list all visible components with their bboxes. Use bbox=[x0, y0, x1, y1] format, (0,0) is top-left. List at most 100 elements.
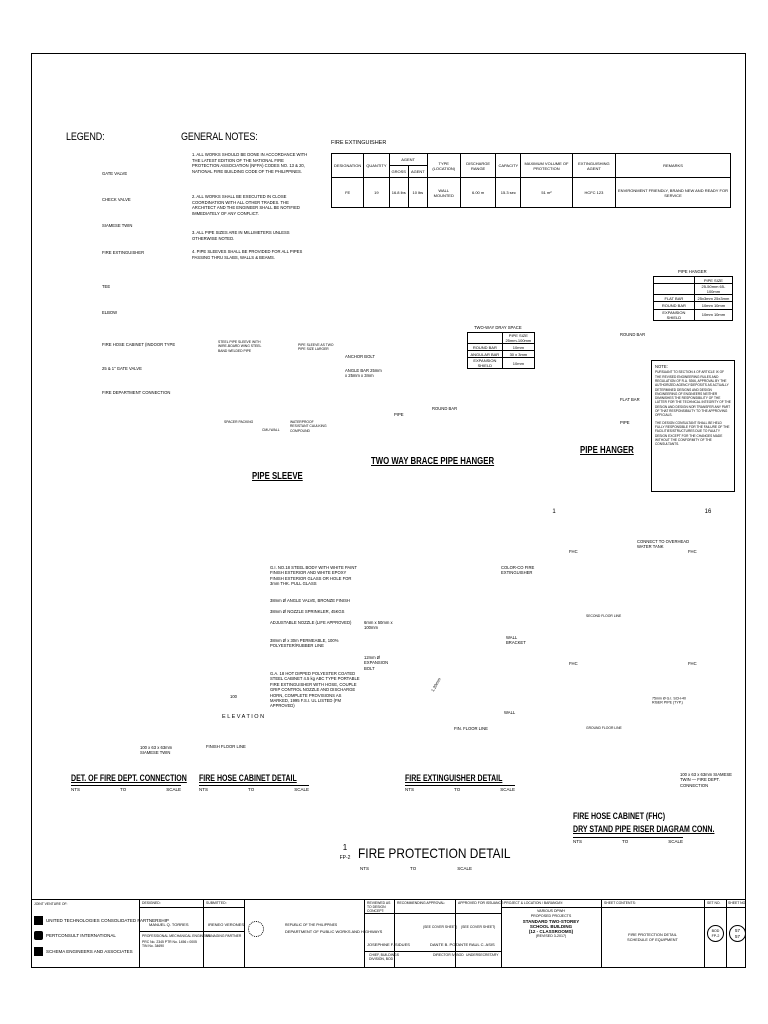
sleeve-label: STEEL PIPE SLEEVE WITH WIRE-BOARD WING S… bbox=[218, 340, 262, 353]
riser-label: CONNECT TO OVERHEAD WATER TANK bbox=[637, 539, 690, 550]
fe-detail-label: WALL BRACKET bbox=[506, 635, 526, 646]
riser-title-1: FIRE HOSE CABINET (FHC) bbox=[573, 811, 666, 821]
see-cover: (SEE COVER SHEET) bbox=[423, 925, 458, 929]
data-cell: HCFC 123 bbox=[571, 177, 617, 208]
fhc-floor-line: FINISH FLOOR LINE bbox=[206, 744, 246, 749]
set-no: BOD bbox=[711, 929, 720, 933]
designer-title: PROFESSIONAL MECHANICAL ENGINEER bbox=[142, 934, 210, 938]
note-box: NOTE: PURSUANT TO SECTION 4 OF ARTICLE I… bbox=[651, 360, 735, 492]
fdc-icon: FDC bbox=[74, 391, 82, 396]
riser-label: 100 x 63 x 63mm SIAMESE TWIN — FIRE DEPT… bbox=[680, 772, 732, 788]
gate-valve-circle-icon bbox=[74, 364, 84, 374]
brace-table-title: TWO-WAY DRAY SPACE bbox=[474, 325, 522, 330]
table-cell: 25x3mm 25x3mm bbox=[693, 294, 734, 303]
project-block: VARIOUS DPWH PROPOSED PROJECTS STANDARD … bbox=[501, 909, 601, 939]
general-note: 2. ALL WORKS SHALL BE EXECUTED IN CLOSE … bbox=[192, 194, 300, 216]
header-cell: EXTINGUISHING AGENT bbox=[571, 153, 617, 178]
recommender-name: DANTE B. POTANTE bbox=[430, 942, 469, 947]
reviewer-title: CHIEF, BUILDINGS DIVISION, BOD bbox=[369, 953, 399, 961]
table-cell bbox=[653, 283, 695, 296]
note-title: NOTE: bbox=[655, 364, 668, 369]
dpwh-seal-icon bbox=[248, 921, 264, 937]
detail-number: 1 bbox=[342, 843, 348, 852]
main-title: FIRE PROTECTION DETAIL bbox=[358, 845, 511, 861]
table-cell: 10mm bbox=[501, 357, 536, 370]
riser-label: GROUND FLOOR LINE bbox=[586, 726, 622, 730]
fhc-detail-label: ADJUSTABLE NOZZLE (LIFE APPROVED) bbox=[270, 620, 352, 625]
gate-valve-icon bbox=[68, 170, 90, 178]
pipe-sleeve-title: PIPE SLEEVE bbox=[252, 471, 303, 482]
subheader-cell: AGENT bbox=[407, 165, 428, 178]
data-cell: ENVIRONMENT FRIENDLY, BRAND NEW AND READ… bbox=[615, 177, 731, 208]
note-paragraph: PURSUANT TO SECTION 4 OF ARTICLE IX OF T… bbox=[655, 370, 731, 418]
header-cell: CAPACITY bbox=[495, 153, 522, 178]
sleeve-label: CMU WALL bbox=[262, 428, 280, 432]
fhc-detail-label: 38mm Ø ANGLE VALVE, BRONZE FINISH bbox=[270, 598, 350, 603]
table-cell bbox=[467, 332, 503, 344]
data-cell: 51 m² bbox=[520, 177, 573, 208]
table-cell: ROUND BAR bbox=[653, 301, 695, 310]
submitter-name: IRENEO VERONES bbox=[208, 922, 245, 927]
sheet-contents-line: FIRE PROTECTION DETAIL bbox=[628, 933, 677, 937]
data-cell: FE bbox=[330, 177, 365, 208]
header-cell: QUANTITY bbox=[363, 153, 390, 178]
project-line: VARIOUS DPWH bbox=[537, 909, 565, 913]
general-notes-title: GENERAL NOTES: bbox=[181, 131, 258, 143]
table-cell: EXPANSION SHIELD bbox=[653, 308, 695, 321]
project-line: (12 - CLASSROOMS) bbox=[528, 929, 574, 934]
table-cell: ANGULAR BAR bbox=[467, 350, 503, 359]
sheet-contents-line: SCHEDULE OF EQUIPMENT bbox=[627, 938, 678, 942]
project-line: PROPOSED PROJECTS bbox=[530, 914, 572, 918]
svg-text:FDC: FDC bbox=[74, 391, 82, 396]
legend-label: 25 & 1" GATE VALVE bbox=[102, 366, 142, 371]
table-cell: EXPANSION SHIELD bbox=[467, 357, 503, 370]
submitter-title: MANAGING PARTNER bbox=[206, 934, 242, 938]
note-paragraph: THE DESIGN CONSULTANT SHALL BE HELD FULL… bbox=[655, 420, 730, 447]
header-cell: TYPE (LOCATION) bbox=[426, 153, 461, 178]
sheet-contents-label: SHEET CONTENTS: bbox=[604, 901, 636, 905]
legend-label: SIAMESE TWIN bbox=[102, 223, 133, 228]
hanger-label: ROUND BAR bbox=[620, 332, 646, 337]
approver-title: UNDERSECRETARY bbox=[466, 953, 499, 957]
header-cell: AGENT bbox=[388, 153, 428, 166]
fhc-detail-title: FIRE HOSE CABINET DETAIL bbox=[199, 773, 297, 783]
brace-label: ANGLE BAR 25mm x 25mm x 3mm bbox=[345, 368, 382, 379]
agency-line: DEPARTMENT OF PUBLIC WORKS AND HIGHWAYS bbox=[285, 929, 383, 934]
data-cell: 16.8 lbs bbox=[388, 177, 409, 208]
sheet-no-label: SHEET NO. bbox=[728, 901, 747, 905]
designer-name: MANUEL Q. TORRES bbox=[149, 922, 189, 927]
table-cell bbox=[653, 275, 695, 285]
fe-detail-label: COLOR-CO FIRE EXTINGUISHER bbox=[501, 565, 535, 576]
designed-label: DESIGNED: bbox=[142, 901, 161, 905]
sleeve-label: SPACER PACKING bbox=[224, 420, 254, 424]
jv-label: JOINT VENTURE OF: bbox=[34, 902, 68, 906]
sheet-contents: FIRE PROTECTION DETAIL SCHEDULE OF EQUIP… bbox=[601, 933, 704, 943]
data-cell: 19 bbox=[363, 177, 390, 208]
fhc-tag: FHC bbox=[569, 661, 578, 666]
sheet-no-bubble: 57 57 bbox=[729, 925, 746, 942]
fdc-title: DET. OF FIRE DEPT. CONNECTION bbox=[71, 773, 187, 783]
riser-title-2: DRY STAND PIPE RISER DIAGRAM CONN. bbox=[573, 824, 715, 834]
legend-label: GATE VALVE bbox=[102, 171, 128, 176]
sleeve-label: PIPE SLEEVE AS TWO PIPE SIZE LARGER bbox=[298, 343, 334, 352]
reviewed-label: REVIEWED AS TO DESIGN CONCEPT: bbox=[367, 901, 391, 913]
riser-label: SECOND FLOOR LINE bbox=[586, 614, 622, 618]
table-cell: FLAT BAR bbox=[653, 294, 695, 303]
recommending-label: RECOMMENDING APPROVAL: bbox=[397, 901, 446, 905]
project-line: SCHOOL BUILDING bbox=[529, 924, 573, 929]
elbow-icon bbox=[72, 305, 88, 318]
table-cell: 10mm bbox=[501, 342, 536, 352]
fe-detail-label: 12mm Ø EXPANSION BOLT bbox=[364, 655, 389, 671]
fire-extinguisher-schedule-table: DESIGNATION QUANTITY AGENT TYPE (LOCATIO… bbox=[330, 153, 731, 208]
sheet-no: 57 bbox=[734, 928, 740, 933]
designer-info: PRC No. 2345 PTR No. 1456 • 0005 TIN No.… bbox=[142, 940, 197, 948]
legend-label: CHECK VALVE bbox=[102, 197, 131, 202]
table-cell: 10mm 10mm bbox=[693, 301, 734, 310]
agency-line: REPUBLIC OF THE PHILIPPINES bbox=[285, 923, 338, 927]
legend-label: FIRE DEPARTMENT CONNECTION bbox=[102, 390, 171, 395]
fe-detail-label: 6mm x 50mm x 100mm bbox=[364, 620, 393, 631]
two-way-brace-title: TWO WAY BRACE PIPE HANGER bbox=[371, 456, 495, 467]
header-cell: REMARKS bbox=[615, 153, 731, 178]
